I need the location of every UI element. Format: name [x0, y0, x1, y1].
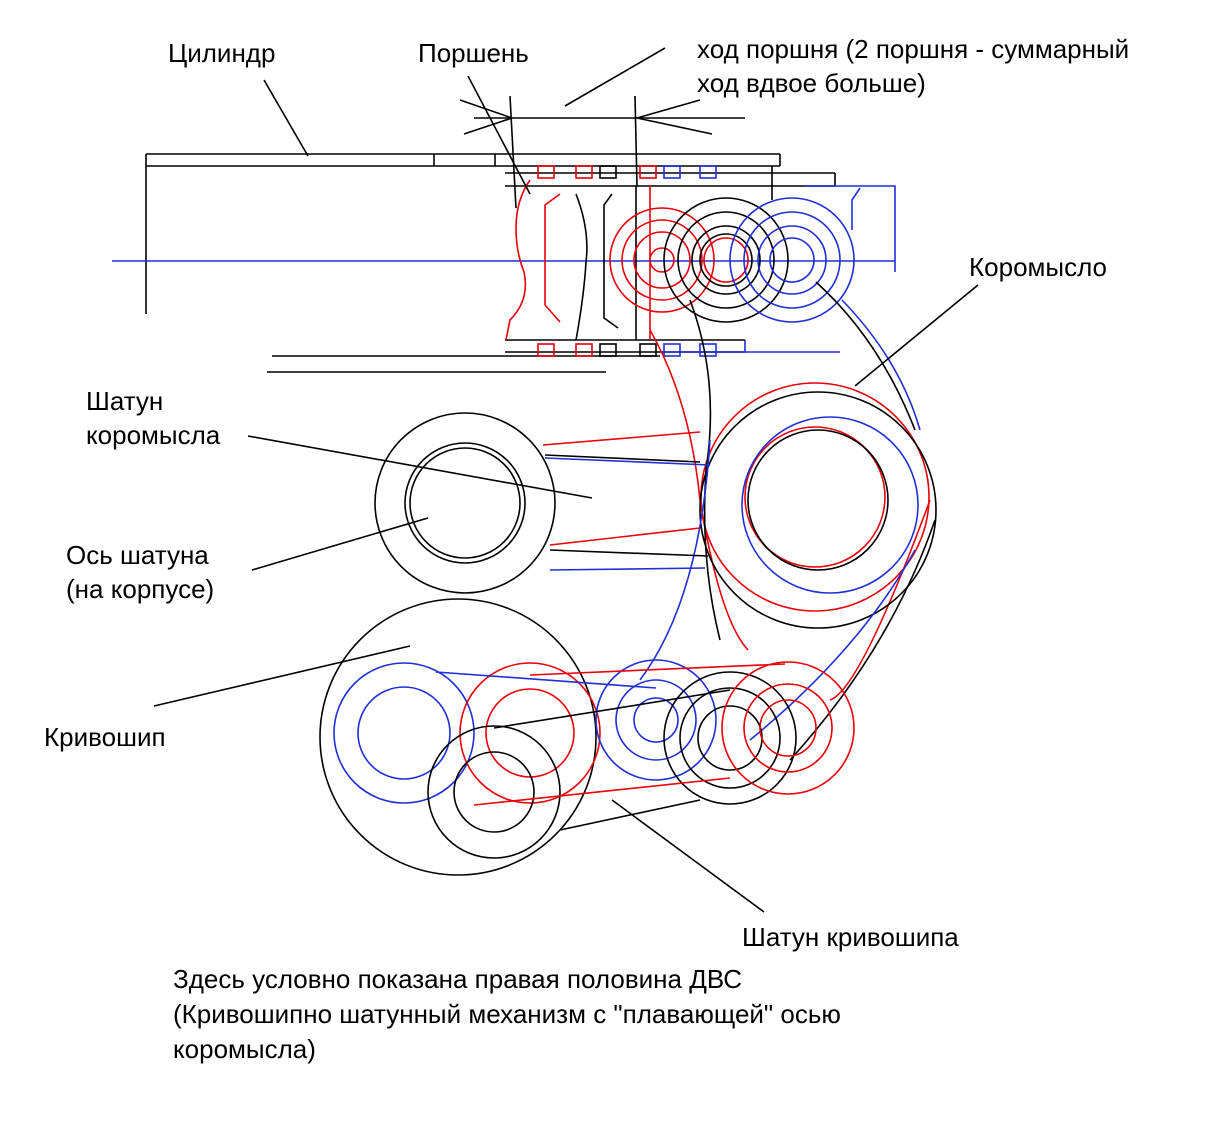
- leader-stroke: [564, 47, 666, 107]
- rocker-blue: [639, 299, 921, 741]
- leader-rocker: [854, 284, 979, 387]
- rocker-rod: [542, 431, 711, 571]
- rocker-black: [689, 281, 937, 761]
- caption-line2: (Кривошипно шатунный механизм с "плавающ…: [173, 999, 841, 1029]
- label-crank: Кривошип: [44, 722, 166, 752]
- label-rod-axis-line2: (на корпусе): [66, 574, 214, 604]
- cylinder-right-end: [662, 185, 896, 353]
- label-rocker-rod-line1: Шатун: [86, 386, 163, 416]
- label-rod-axis-line1: Ось шатуна: [66, 540, 209, 570]
- piston-blue: [663, 165, 717, 357]
- leader-rod-axis: [251, 517, 429, 571]
- label-stroke-line2: ход вдвое больше): [697, 68, 926, 98]
- label-cylinder: Цилиндр: [168, 38, 275, 68]
- piston-pin-blue: [729, 197, 855, 323]
- crank-rod: [435, 659, 855, 831]
- stroke-dimension: [459, 95, 745, 209]
- leader-piston: [467, 75, 531, 195]
- caption-line3: коромысла): [173, 1034, 316, 1064]
- caption-line1: Здесь условно показана правая половина Д…: [173, 964, 742, 994]
- leader-cylinder: [263, 79, 309, 157]
- label-rocker-rod-line2: коромысла: [86, 420, 221, 450]
- label-piston: Поршень: [418, 38, 529, 68]
- cylinder-body: [145, 153, 836, 373]
- leader-rocker-rod: [247, 435, 593, 499]
- rocker-red: [649, 329, 931, 701]
- leader-crank-rod: [611, 799, 765, 913]
- leader-crank: [153, 645, 411, 707]
- crank: [319, 598, 601, 876]
- piston-pin-black: [663, 197, 789, 323]
- label-rocker: Коромысло: [969, 252, 1107, 282]
- label-crank-rod: Шатун кривошипа: [742, 922, 959, 952]
- piston-pin-red: [609, 207, 749, 313]
- rod-axis: [374, 412, 556, 594]
- label-stroke-line1: ход поршня (2 поршня - суммарный: [697, 34, 1129, 64]
- piston-black: [575, 165, 657, 357]
